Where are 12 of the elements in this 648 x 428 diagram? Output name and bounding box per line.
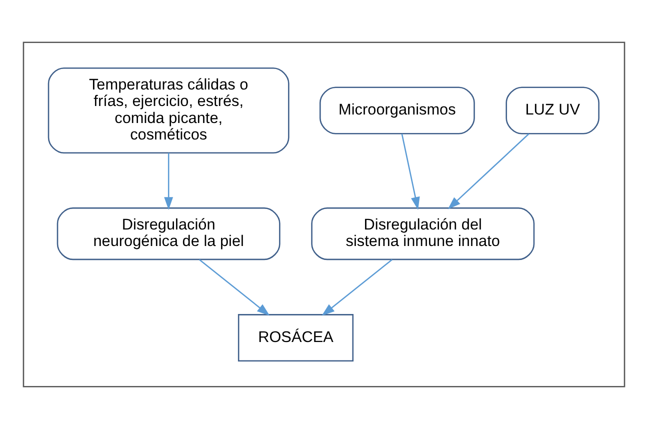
arrow [322,258,392,316]
arrow [198,258,270,316]
node-box: LUZ UV [506,86,600,134]
cluster [22,41,626,387]
node-box: Microorganismos [320,86,475,134]
arrow [164,152,174,210]
node-box: Disregulación del sistema inmune innato [311,206,535,260]
node-box: Disregulación neurogénica de la piel [56,206,280,260]
arrow [448,132,530,209]
node-box: Temperaturas cálidas o frías, ejercicio, estrés, comida picante, cosméticos [48,66,290,153]
arrow [401,133,420,210]
node-box: ROSÁCEA [238,314,354,362]
